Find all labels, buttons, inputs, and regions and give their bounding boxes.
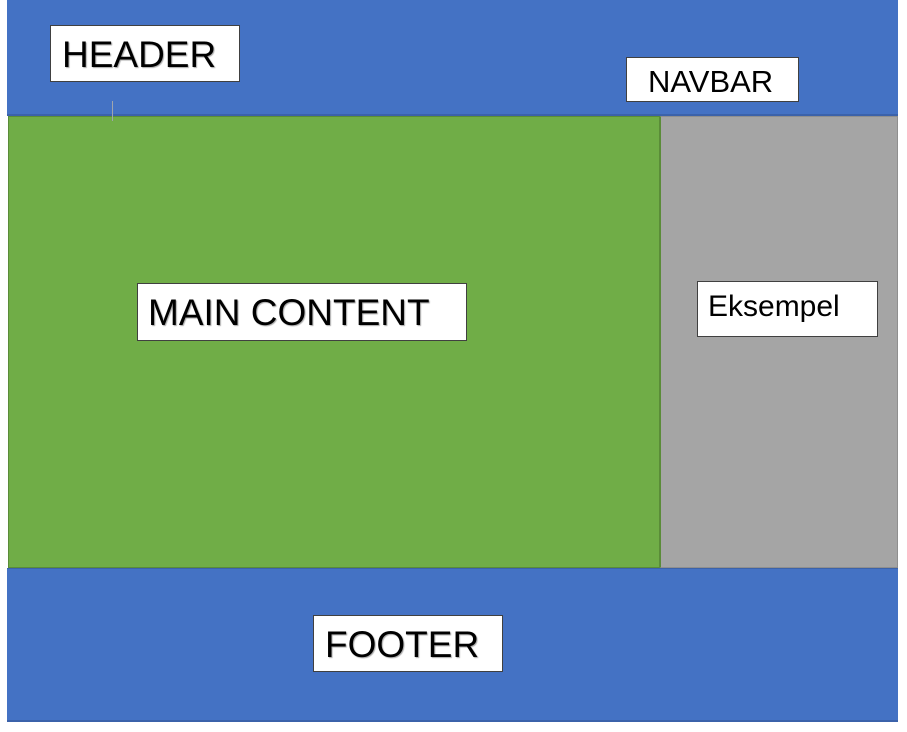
header-label: HEADER [50,25,240,82]
text-cursor-tick [112,101,113,121]
main-content-label: MAIN CONTENT [137,283,467,341]
aside-label: Eksempel [697,281,878,337]
aside-region [660,116,898,568]
main-content-region [8,116,660,568]
footer-label: FOOTER [313,615,503,672]
navbar-label: NAVBAR [626,57,799,102]
